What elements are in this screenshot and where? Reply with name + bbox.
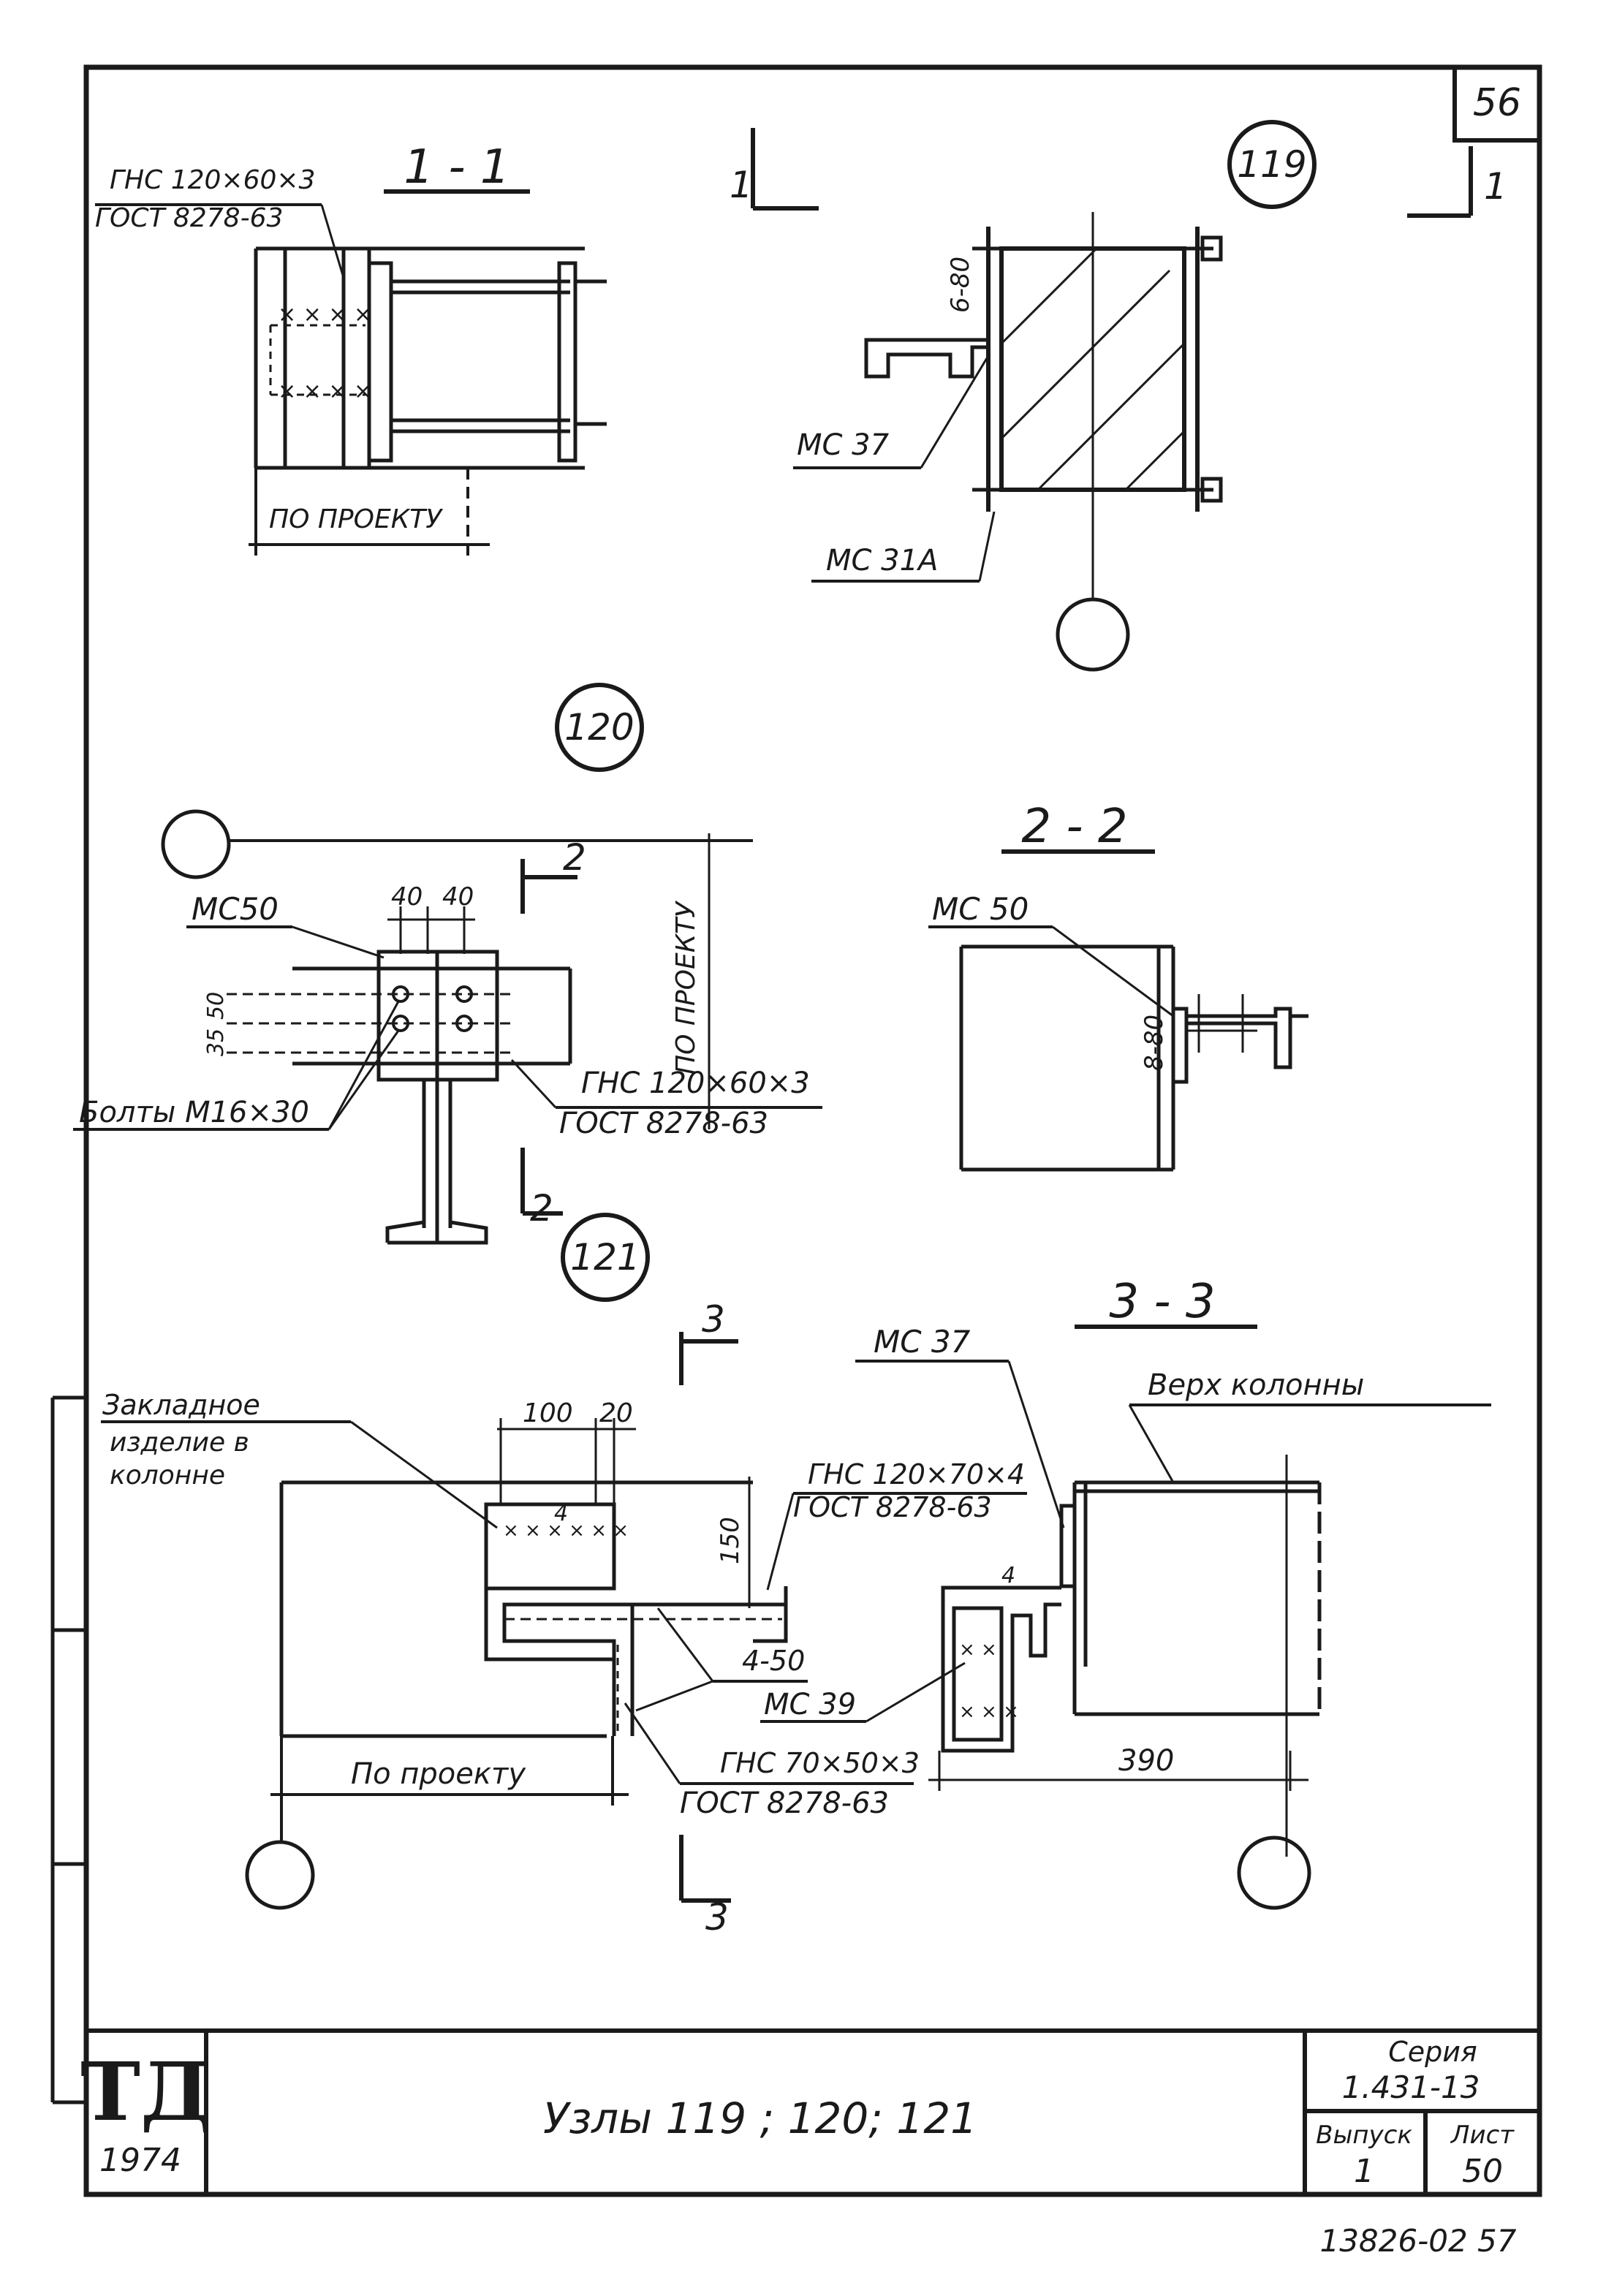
- mc39-label: МС 39: [764, 1688, 856, 1721]
- axis-circle-121-right: [1237, 1835, 1311, 1910]
- cut-3-bottom-label: 3: [705, 1896, 729, 1939]
- node-120-number: 120: [564, 706, 634, 749]
- issue-label: Выпуск: [1316, 2121, 1412, 2150]
- gost-label-3: ГОСТ 8278-63: [793, 1491, 992, 1523]
- sheet-value: 50: [1462, 2153, 1503, 2190]
- embed-label-1: Закладное: [102, 1389, 260, 1421]
- cut-2-top-label: 2: [563, 836, 586, 879]
- mc50-label-2: МС 50: [932, 891, 1029, 927]
- po-proektu-3: По проекту: [351, 1757, 526, 1791]
- svg-text:× × × × × ×: × × × × × ×: [503, 1520, 629, 1542]
- embed-label-2: изделие в: [110, 1428, 249, 1458]
- mc50-label-1: МС50: [192, 891, 279, 927]
- series-label: Серия: [1388, 2036, 1477, 2068]
- page-number: 56: [1473, 81, 1521, 125]
- binding-strip: [50, 1395, 86, 2104]
- po-proektu-2: ПО ПРОЕКТУ: [671, 901, 701, 1075]
- node-121-marker: [561, 1213, 650, 1302]
- dim-40b: 40: [442, 882, 474, 912]
- dim-6-80: 6-80: [946, 257, 975, 313]
- node-120-marker: [555, 683, 644, 772]
- stamp-logo: ТД: [80, 2045, 212, 2139]
- mc37-label-2: МС 37: [874, 1324, 971, 1360]
- svg-text:× × × ×: × × × ×: [278, 379, 372, 404]
- node-121-plan: 100 20 150 4 × × × × × × Закладное издел…: [101, 1389, 1027, 1910]
- node-121-number: 121: [570, 1236, 640, 1278]
- gost-label-2: ГОСТ 8278-63: [559, 1107, 768, 1140]
- node-120: 120 ПО ПРОЕКТУ 2 2: [73, 683, 822, 1245]
- svg-text:× × × ×: × × × ×: [278, 302, 372, 327]
- cut-1-right-label: 1: [1484, 165, 1507, 208]
- page-number-box: [1452, 65, 1542, 143]
- dim-390: 390: [1118, 1744, 1174, 1778]
- section-1-1: 1 - 1 ГНС 120×60×3 ГОСТ 8278-63: [95, 140, 607, 556]
- dim-35: 35: [203, 1028, 229, 1056]
- issue-value: 1: [1354, 2153, 1374, 2190]
- dim-40a: 40: [391, 882, 423, 912]
- axis-circle-121-left: [245, 1840, 315, 1910]
- dim-4-left: 4: [554, 1501, 568, 1526]
- embed-label-3: колонне: [110, 1460, 225, 1490]
- axis-circle-119: [1056, 597, 1130, 672]
- section-3-3: 3 - 3 МС 37 Верх колонны 4 × × × × × 390: [855, 1275, 1491, 1910]
- ghs-label-3: ГНС 120×70×4: [808, 1458, 1025, 1490]
- dim-4-50: 4-50: [742, 1645, 805, 1677]
- dim-20: 20: [599, 1398, 633, 1428]
- column-top-label: Верх колонны: [1148, 1368, 1364, 1402]
- dim-150: 150: [716, 1517, 745, 1564]
- mc31a-label: МС 31А: [826, 544, 938, 577]
- mc37-label-1: МС 37: [797, 428, 890, 462]
- bolts-label: Болты М16×30: [79, 1096, 309, 1129]
- cut-marker-1-left: [751, 128, 819, 211]
- title-block: [86, 2028, 1539, 2194]
- cut-2-bottom-label: 2: [530, 1187, 553, 1230]
- archive-number: 13826-02 57: [1319, 2223, 1516, 2259]
- year: 1974: [99, 2142, 181, 2179]
- cut-marker-1-right: [1407, 146, 1473, 218]
- section-2-2-title: 2 - 2: [1021, 800, 1127, 854]
- po-proektu-1: ПО ПРОЕКТУ: [269, 504, 443, 534]
- cut-marker-3: [679, 1332, 738, 1903]
- dim-100: 100: [523, 1398, 573, 1428]
- cut-3-top-label: 3: [702, 1298, 725, 1341]
- section-3-3-title: 3 - 3: [1109, 1275, 1215, 1329]
- gost-label-1: ГОСТ 8278-63: [95, 203, 283, 233]
- sheet-label: Лист: [1450, 2121, 1515, 2150]
- dim-8-80: 8-80: [1140, 1015, 1169, 1071]
- dim-4-right: 4: [1001, 1563, 1015, 1588]
- cut-1-left-label: 1: [730, 164, 753, 206]
- node-119-marker: [1227, 120, 1317, 209]
- dim-50: 50: [203, 992, 229, 1020]
- gost-label-4: ГОСТ 8278-63: [680, 1787, 889, 1820]
- svg-text:× × ×: × × ×: [959, 1701, 1019, 1723]
- node-119: 119 6-80 МС 37 МС 31А: [793, 120, 1317, 672]
- ghs-label-2: ГНС 120×60×3: [581, 1066, 810, 1100]
- ghs-label-1: ГНС 120×60×3: [110, 165, 315, 195]
- svg-text:× ×: × ×: [959, 1639, 997, 1661]
- series-value: 1.431-13: [1342, 2069, 1480, 2105]
- section-1-1-title: 1 - 1: [404, 140, 510, 194]
- ghs-label-4: ГНС 70×50×3: [720, 1747, 920, 1779]
- axis-circle-120: [161, 809, 231, 879]
- node-119-number: 119: [1237, 143, 1306, 186]
- section-2-2: 2 - 2 8-80 МС 50: [928, 800, 1308, 1172]
- sheet-title: Узлы 119 ; 120; 121: [543, 2094, 977, 2143]
